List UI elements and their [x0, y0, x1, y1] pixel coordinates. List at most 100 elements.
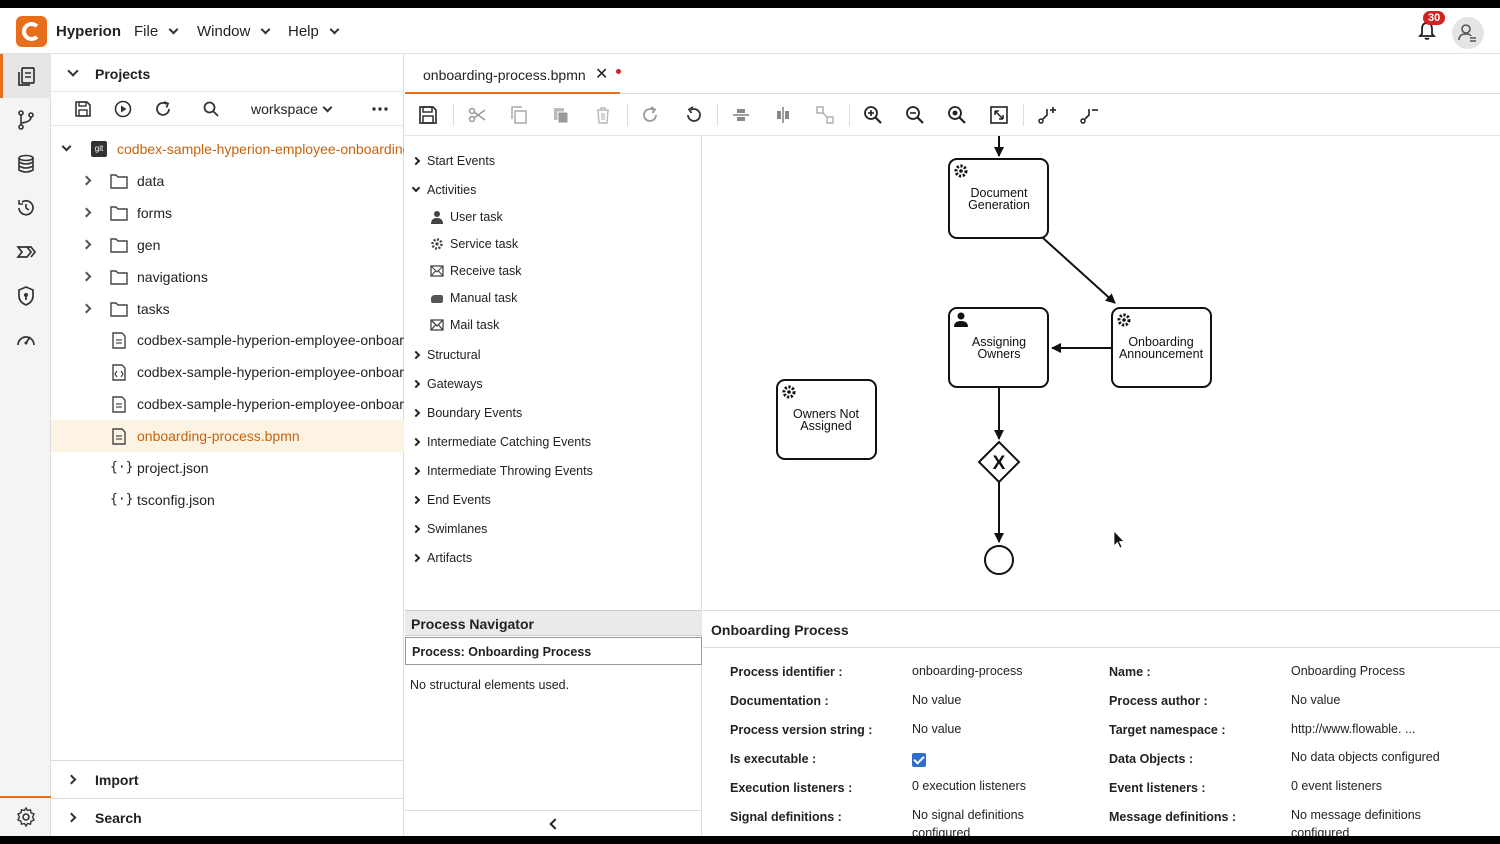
import-section[interactable]: Import: [51, 760, 404, 798]
prop-value-signal-definitions[interactable]: No signal definitions configured: [912, 808, 1024, 836]
align-horizontal-button[interactable]: [770, 102, 796, 128]
workspace-label: workspace: [251, 101, 318, 117]
cut-button[interactable]: [464, 102, 490, 128]
close-icon[interactable]: ✕: [595, 66, 609, 83]
palette-group-boundary-events[interactable]: Boundary Events: [411, 406, 522, 420]
app-brand: Hyperion: [56, 23, 122, 40]
palette-group-swimlanes[interactable]: Swimlanes: [411, 522, 487, 536]
tree-repo-row[interactable]: git codbex-sample-hyperion-employee-onbo…: [51, 133, 404, 165]
activity-performance[interactable]: [0, 318, 51, 362]
task-onboarding-announcement[interactable]: Onboarding Announcement: [1111, 307, 1212, 388]
tree-folder-navigations[interactable]: navigations: [51, 261, 404, 293]
workspace-select[interactable]: workspace: [251, 101, 333, 117]
settings-button[interactable]: [0, 796, 51, 836]
activity-projects[interactable]: [0, 54, 51, 98]
refresh-button[interactable]: [152, 98, 174, 120]
palette-item-user-task[interactable]: User task: [430, 210, 503, 224]
palette-item-mail-task[interactable]: Mail task: [430, 318, 499, 332]
file-icon: [112, 396, 126, 413]
bpmn-diagram: Document Generation Onboarding Announcem…: [776, 136, 1212, 575]
zoom-out-button[interactable]: [902, 102, 928, 128]
palette-item-receive-task[interactable]: Receive task: [430, 264, 522, 278]
palette-item-manual-task[interactable]: Manual task: [430, 291, 517, 305]
activity-security[interactable]: [0, 274, 51, 318]
save-button[interactable]: [415, 102, 441, 128]
task-assigning-owners[interactable]: Assigning Owners: [948, 307, 1049, 388]
paste-button[interactable]: [548, 102, 574, 128]
folder-icon: [110, 174, 128, 189]
zoom-fit-icon: [990, 106, 1008, 124]
prop-value-name[interactable]: Onboarding Process: [1291, 664, 1405, 678]
add-bendpoint-button[interactable]: [1034, 102, 1060, 128]
undo-button[interactable]: [680, 102, 706, 128]
activity-integrations[interactable]: [0, 230, 51, 274]
end-event[interactable]: [984, 545, 1014, 575]
folder-icon: [110, 206, 128, 221]
tree-file-row[interactable]: {·} tsconfig.json: [51, 484, 404, 516]
menu-file[interactable]: File: [134, 23, 179, 40]
delete-button[interactable]: [590, 102, 616, 128]
tree-folder-forms[interactable]: forms: [51, 197, 404, 229]
prop-value-author[interactable]: No value: [1291, 693, 1341, 707]
same-size-button[interactable]: [812, 102, 838, 128]
diagram-canvas[interactable]: Document Generation Onboarding Announcem…: [703, 136, 1500, 610]
zoom-actual-button[interactable]: [944, 102, 970, 128]
activity-history[interactable]: [0, 186, 51, 230]
palette-group-start-events[interactable]: Start Events: [411, 154, 495, 168]
palette-group-intermediate-throwing[interactable]: Intermediate Throwing Events: [411, 464, 593, 478]
prop-value-documentation[interactable]: No value: [912, 693, 962, 707]
user-avatar[interactable]: [1452, 17, 1484, 49]
tree-folder-tasks[interactable]: tasks: [51, 293, 404, 325]
prop-value-execution-listeners[interactable]: 0 execution listeners: [912, 779, 1026, 793]
prop-value-version[interactable]: No value: [912, 722, 962, 736]
menu-window[interactable]: Window: [197, 23, 271, 40]
zoom-in-button[interactable]: [860, 102, 886, 128]
tab-onboarding-process[interactable]: onboarding-process.bpmn ✕: [405, 54, 621, 94]
tree-item-label: tsconfig.json: [137, 492, 215, 508]
tree-file-row[interactable]: codbex-sample-hyperion-employee-onboardi…: [51, 356, 404, 388]
palette-group-end-events[interactable]: End Events: [411, 493, 491, 507]
projects-header[interactable]: Projects: [51, 54, 404, 92]
prop-key: Message definitions :: [1109, 810, 1237, 824]
activity-git[interactable]: [0, 98, 51, 142]
navigator-process-row[interactable]: Process: Onboarding Process: [405, 637, 702, 665]
tree-folder-data[interactable]: data: [51, 165, 404, 197]
notification-badge: 30: [1423, 11, 1446, 25]
zoom-fit-button[interactable]: [986, 102, 1012, 128]
collapse-palette-button[interactable]: [405, 810, 702, 836]
prop-value-event-listeners[interactable]: 0 event listeners: [1291, 779, 1383, 793]
remove-bendpoint-button[interactable]: [1076, 102, 1102, 128]
exclusive-gateway[interactable]: X: [977, 440, 1021, 484]
more-options-button[interactable]: [369, 98, 391, 120]
copy-icon: [511, 106, 527, 124]
search-button[interactable]: [200, 98, 222, 120]
sequence-flow[interactable]: [1042, 237, 1116, 304]
redo-button[interactable]: [638, 102, 664, 128]
is-executable-checkbox[interactable]: [912, 753, 926, 767]
menu-help[interactable]: Help: [288, 23, 340, 40]
tree-file-row[interactable]: codbex-sample-hyperion-employee-onboardi…: [51, 324, 404, 356]
activity-database[interactable]: [0, 142, 51, 186]
search-section[interactable]: Search: [51, 798, 404, 836]
prop-value-message-definitions[interactable]: No message definitions configured: [1291, 808, 1421, 836]
palette-group-activities[interactable]: Activities: [411, 183, 476, 197]
run-button[interactable]: [112, 98, 134, 120]
align-vertical-button[interactable]: [728, 102, 754, 128]
copy-button[interactable]: [506, 102, 532, 128]
save-all-button[interactable]: [72, 98, 94, 120]
prop-value-data-objects[interactable]: No data objects configured: [1291, 750, 1440, 764]
palette-group-structural[interactable]: Structural: [411, 348, 481, 362]
tree-file-row[interactable]: {·} project.json: [51, 452, 404, 484]
palette-group-gateways[interactable]: Gateways: [411, 377, 483, 391]
align-horizontal-icon: [777, 107, 789, 123]
tree-file-selected[interactable]: onboarding-process.bpmn: [51, 420, 404, 452]
prop-value-target-namespace[interactable]: http://www.flowable. ...: [1291, 722, 1416, 736]
tree-file-row[interactable]: codbex-sample-hyperion-employee-onboardi…: [51, 388, 404, 420]
task-document-generation[interactable]: Document Generation: [948, 158, 1049, 239]
palette-group-artifacts[interactable]: Artifacts: [411, 551, 472, 565]
palette-item-service-task[interactable]: Service task: [430, 237, 518, 251]
task-owners-not-assigned[interactable]: Owners Not Assigned: [776, 379, 877, 460]
prop-value-process-identifier[interactable]: onboarding-process: [912, 664, 1023, 678]
palette-group-intermediate-catching[interactable]: Intermediate Catching Events: [411, 435, 591, 449]
tree-folder-gen[interactable]: gen: [51, 229, 404, 261]
